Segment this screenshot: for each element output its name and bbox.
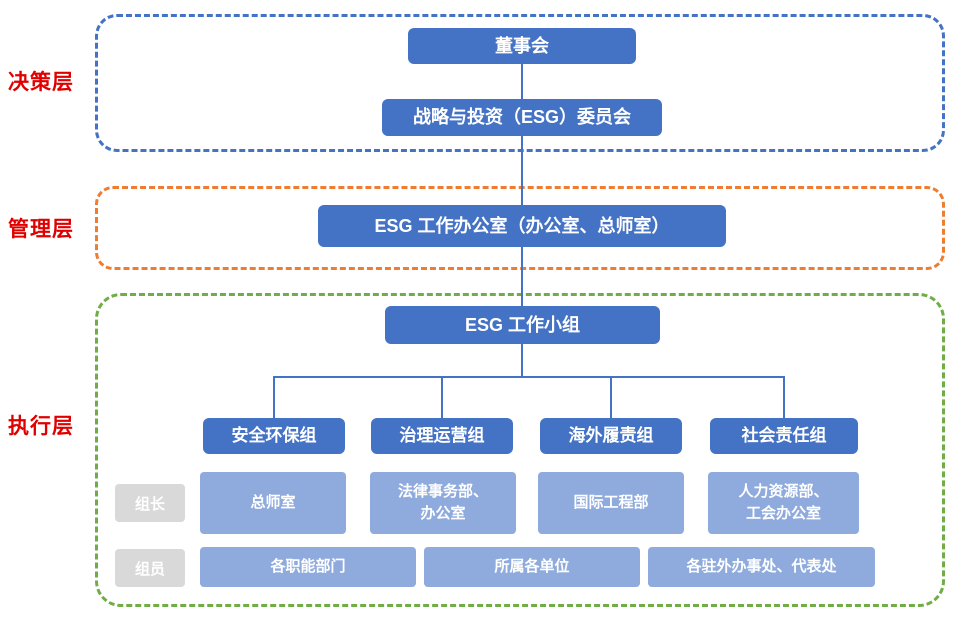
group-node-social-responsibility: 社会责任组 [710,418,858,454]
esg-office-node: ESG 工作办公室（办公室、总师室） [318,205,726,247]
decision-layer-zone [95,14,945,152]
leader-node-safety: 总师室 [200,472,346,534]
leader-row-label: 组长 [115,484,185,522]
execution-layer-label: 执行层 [8,415,74,438]
decision-layer-label: 决策层 [8,71,74,94]
member-row-label: 组员 [115,549,185,587]
leader-node-social: 人力资源部、 工会办公室 [708,472,859,534]
group-node-governance-operations: 治理运营组 [371,418,513,454]
group-node-safety-environment: 安全环保组 [203,418,345,454]
management-layer-label: 管理层 [8,218,74,241]
esg-committee-node: 战略与投资（ESG）委员会 [382,99,662,136]
leader-node-governance: 法律事务部、 办公室 [370,472,516,534]
group-node-overseas-responsibility: 海外履责组 [540,418,682,454]
member-node-overseas-offices: 各驻外办事处、代表处 [648,547,875,587]
execution-layer-zone [95,293,945,607]
member-node-subordinate-units: 所属各单位 [424,547,640,587]
management-layer-zone [95,186,945,270]
member-node-functional-departments: 各职能部门 [200,547,416,587]
esg-workgroup-node: ESG 工作小组 [385,306,660,344]
leader-node-overseas: 国际工程部 [538,472,684,534]
board-node: 董事会 [408,28,636,64]
